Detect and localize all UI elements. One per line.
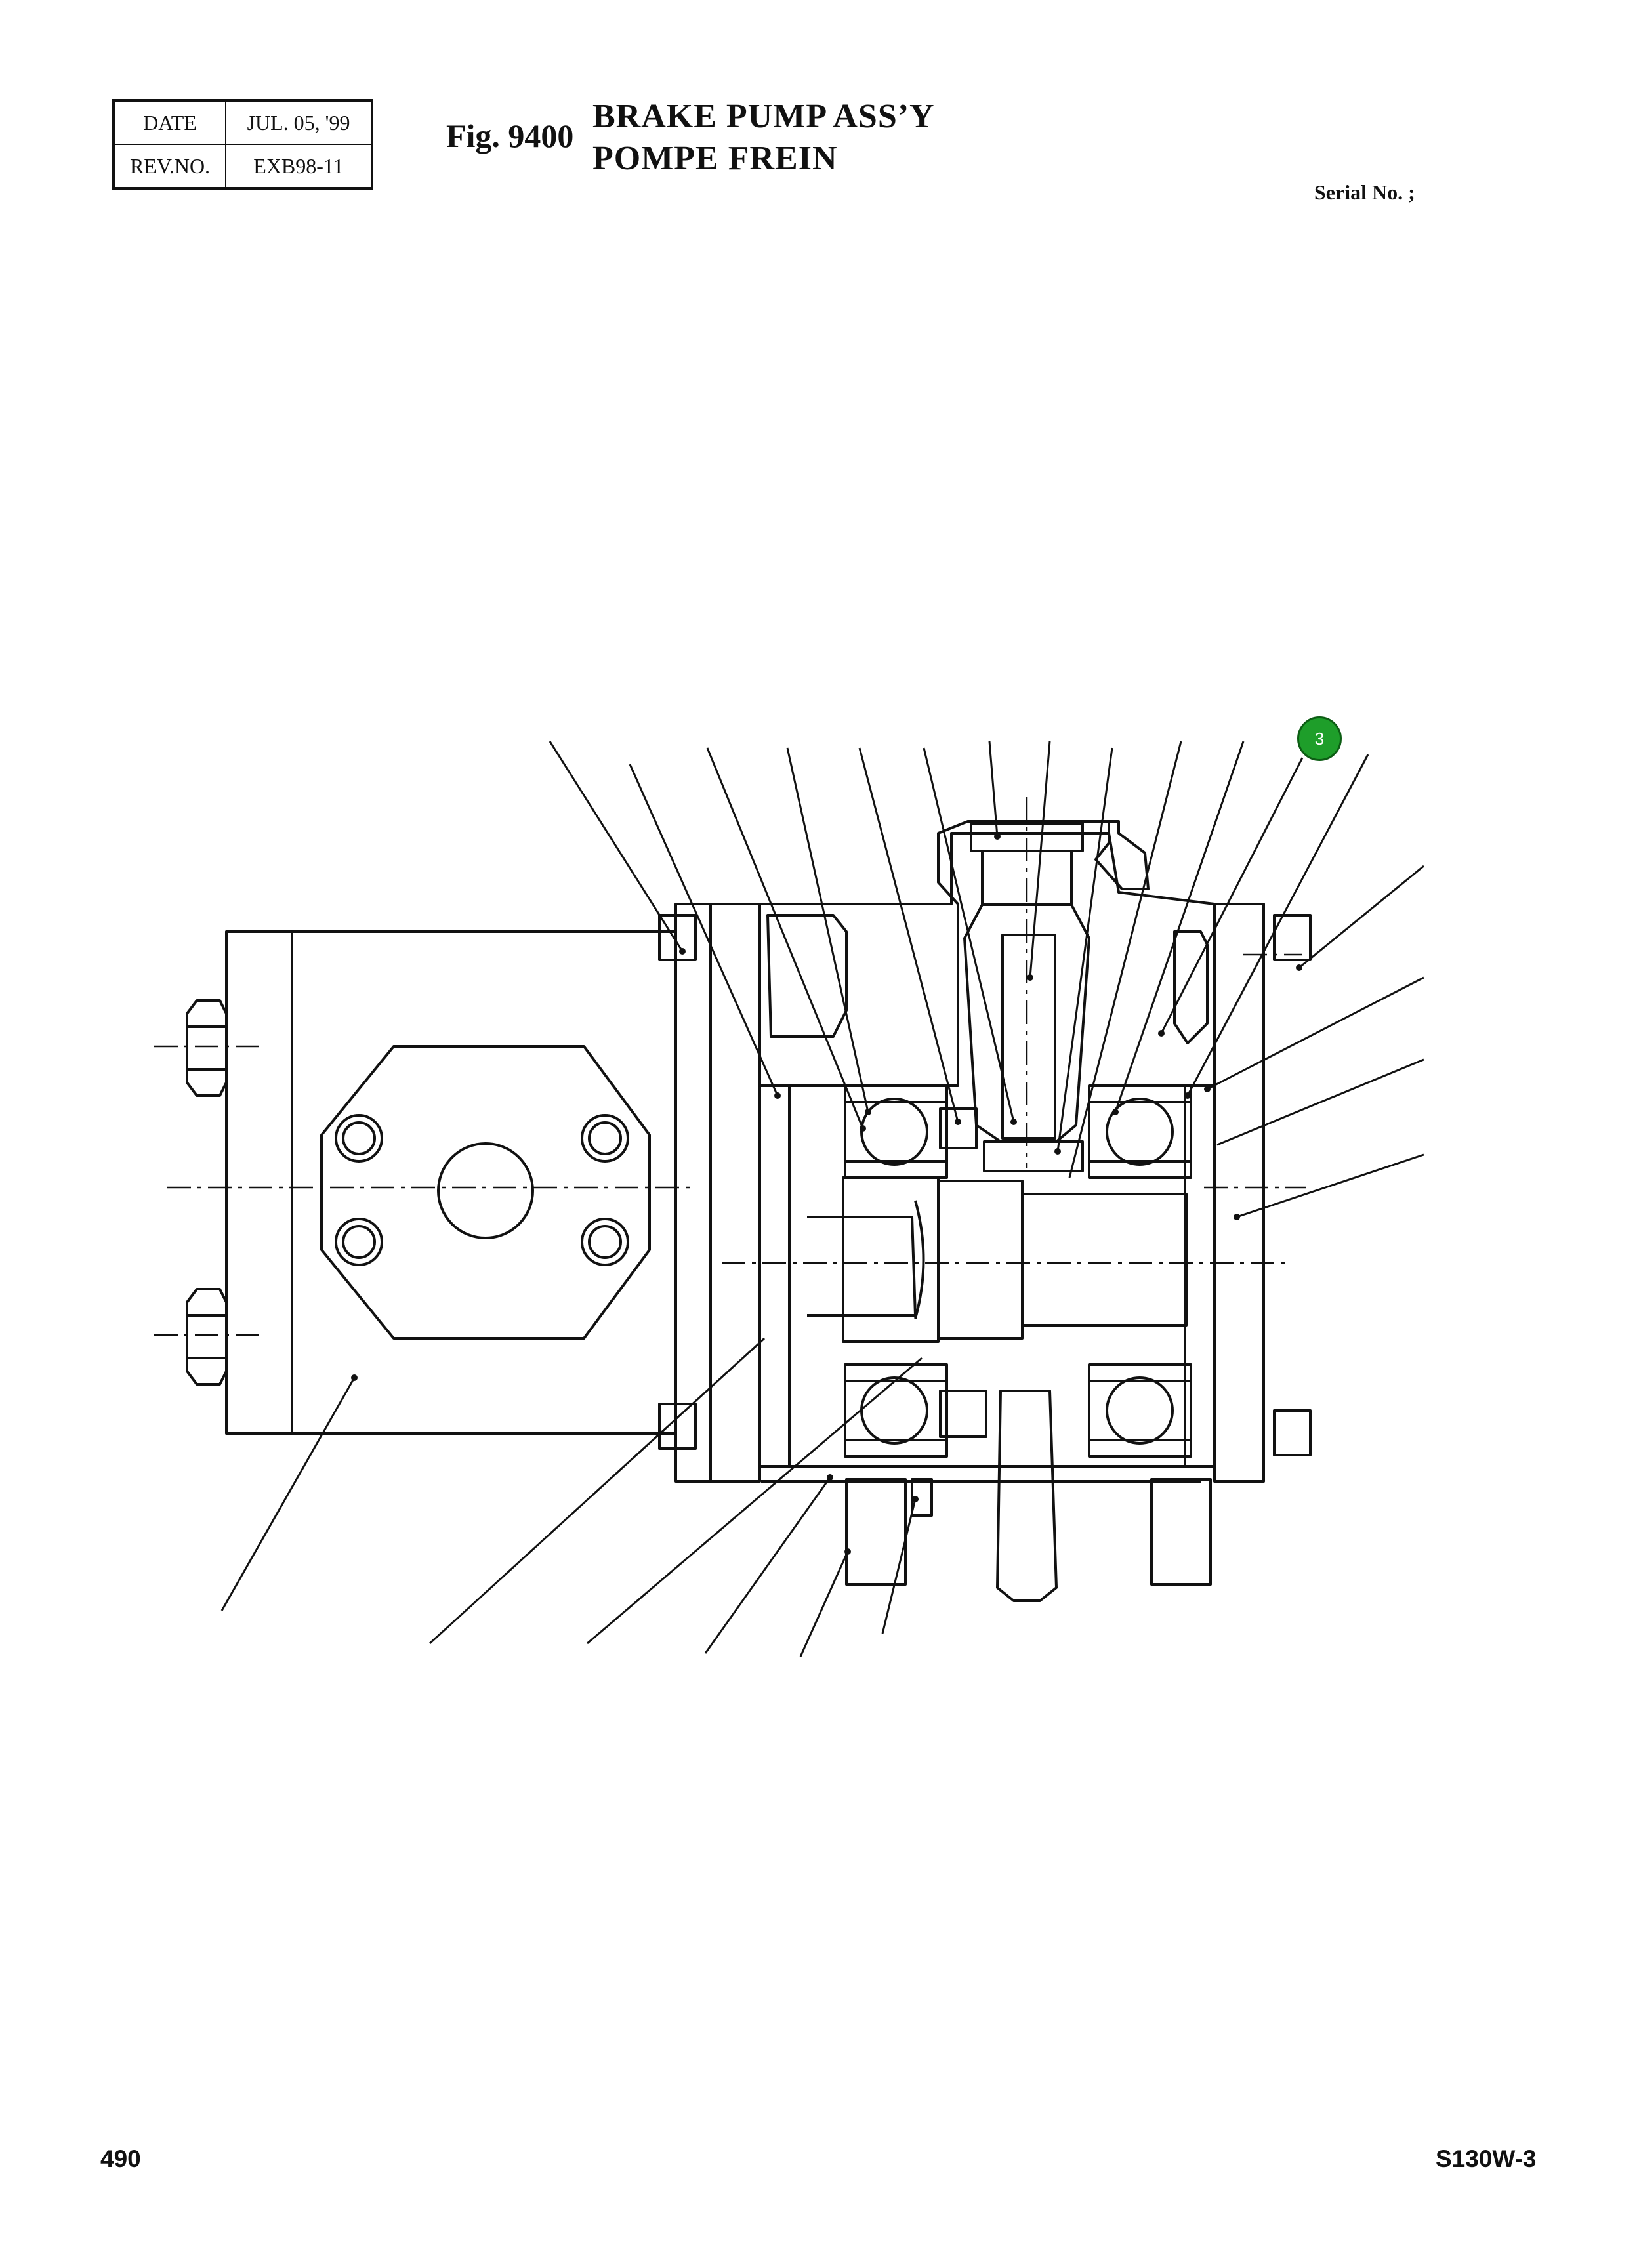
pump-body	[225, 930, 677, 1435]
housing	[758, 820, 1216, 1087]
drive-shaft	[807, 1107, 1188, 1438]
bearing-lower-left	[844, 1363, 948, 1458]
title-french: POMPE FREIN	[592, 140, 838, 177]
model-code: S130W-3	[1436, 2145, 1537, 2172]
center-lines	[154, 797, 1306, 1336]
revision-info-table: DATE JUL. 05, '99 REV.NO. EXB98-11	[112, 99, 373, 190]
rev-value: EXB98-11	[225, 144, 373, 189]
bearing-upper-right	[1088, 1084, 1192, 1179]
bottom-studs	[761, 1390, 1212, 1602]
callout-bubble[interactable]: 3	[1297, 716, 1342, 761]
bearing-lower-right	[1088, 1363, 1192, 1458]
page-number: 490	[100, 2145, 141, 2172]
bearing-upper-left	[844, 1084, 948, 1179]
serial-number-label: Serial No. ;	[1314, 180, 1415, 204]
port-nut-upper	[186, 999, 228, 1097]
callout-number: 3	[1314, 728, 1325, 749]
port-nut-lower	[186, 1288, 228, 1386]
flange-bolt-holes	[335, 1114, 629, 1266]
cap-screws	[658, 914, 1312, 1456]
title-english: BRAKE PUMP ASS’Y	[592, 98, 935, 135]
leader-dots	[351, 833, 1302, 1555]
rev-label: REV.NO.	[113, 144, 226, 189]
leader-lines	[220, 741, 1424, 1657]
figure-number: Fig. 9400	[446, 117, 574, 154]
date-value: JUL. 05, '99	[225, 100, 373, 145]
date-label: DATE	[113, 100, 226, 145]
